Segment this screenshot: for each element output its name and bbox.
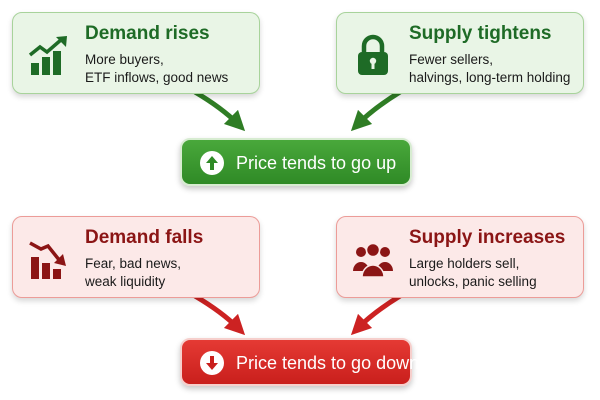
card-title: Demand falls: [85, 227, 204, 248]
arrow-supply-tightens: [350, 89, 402, 132]
card-title: Supply increases: [409, 227, 566, 248]
supply-increases-card: Supply increases Large holders sell, unl…: [336, 216, 584, 298]
demand-rises-card: Demand rises More buyers, ETF inflows, g…: [12, 12, 260, 94]
card-description: Fear, bad news, weak liquidity: [85, 256, 182, 289]
price-up-result: Price tends to go up: [180, 138, 412, 186]
people-group-icon: [351, 237, 395, 281]
arrow-demand-falls: [193, 293, 246, 336]
card-description: Fewer sellers, halvings, long-term holdi…: [409, 52, 571, 85]
card-description: More buyers, ETF inflows, good news: [85, 52, 229, 85]
card-title: Demand rises: [85, 23, 210, 44]
lock-icon: [351, 33, 395, 77]
price-down-result: Price tends to go down: [180, 338, 419, 386]
rising-chart-icon: [27, 33, 71, 77]
arrow-down-circle-icon: [200, 351, 224, 375]
demand-falls-card: Demand falls Fear, bad news, weak liquid…: [12, 216, 260, 298]
price-down-label: Price tends to go down: [236, 353, 420, 373]
card-title: Supply tightens: [409, 23, 552, 44]
falling-chart-icon: [27, 237, 71, 281]
supply-tightens-card: Supply tightens Fewer sellers, halvings,…: [336, 12, 584, 94]
price-up-label: Price tends to go up: [236, 153, 397, 173]
arrow-up-circle-icon: [200, 151, 224, 175]
card-description: Large holders sell, unlocks, panic selli…: [409, 256, 537, 289]
arrow-demand-rises: [193, 89, 246, 132]
arrow-supply-increases: [350, 293, 402, 336]
